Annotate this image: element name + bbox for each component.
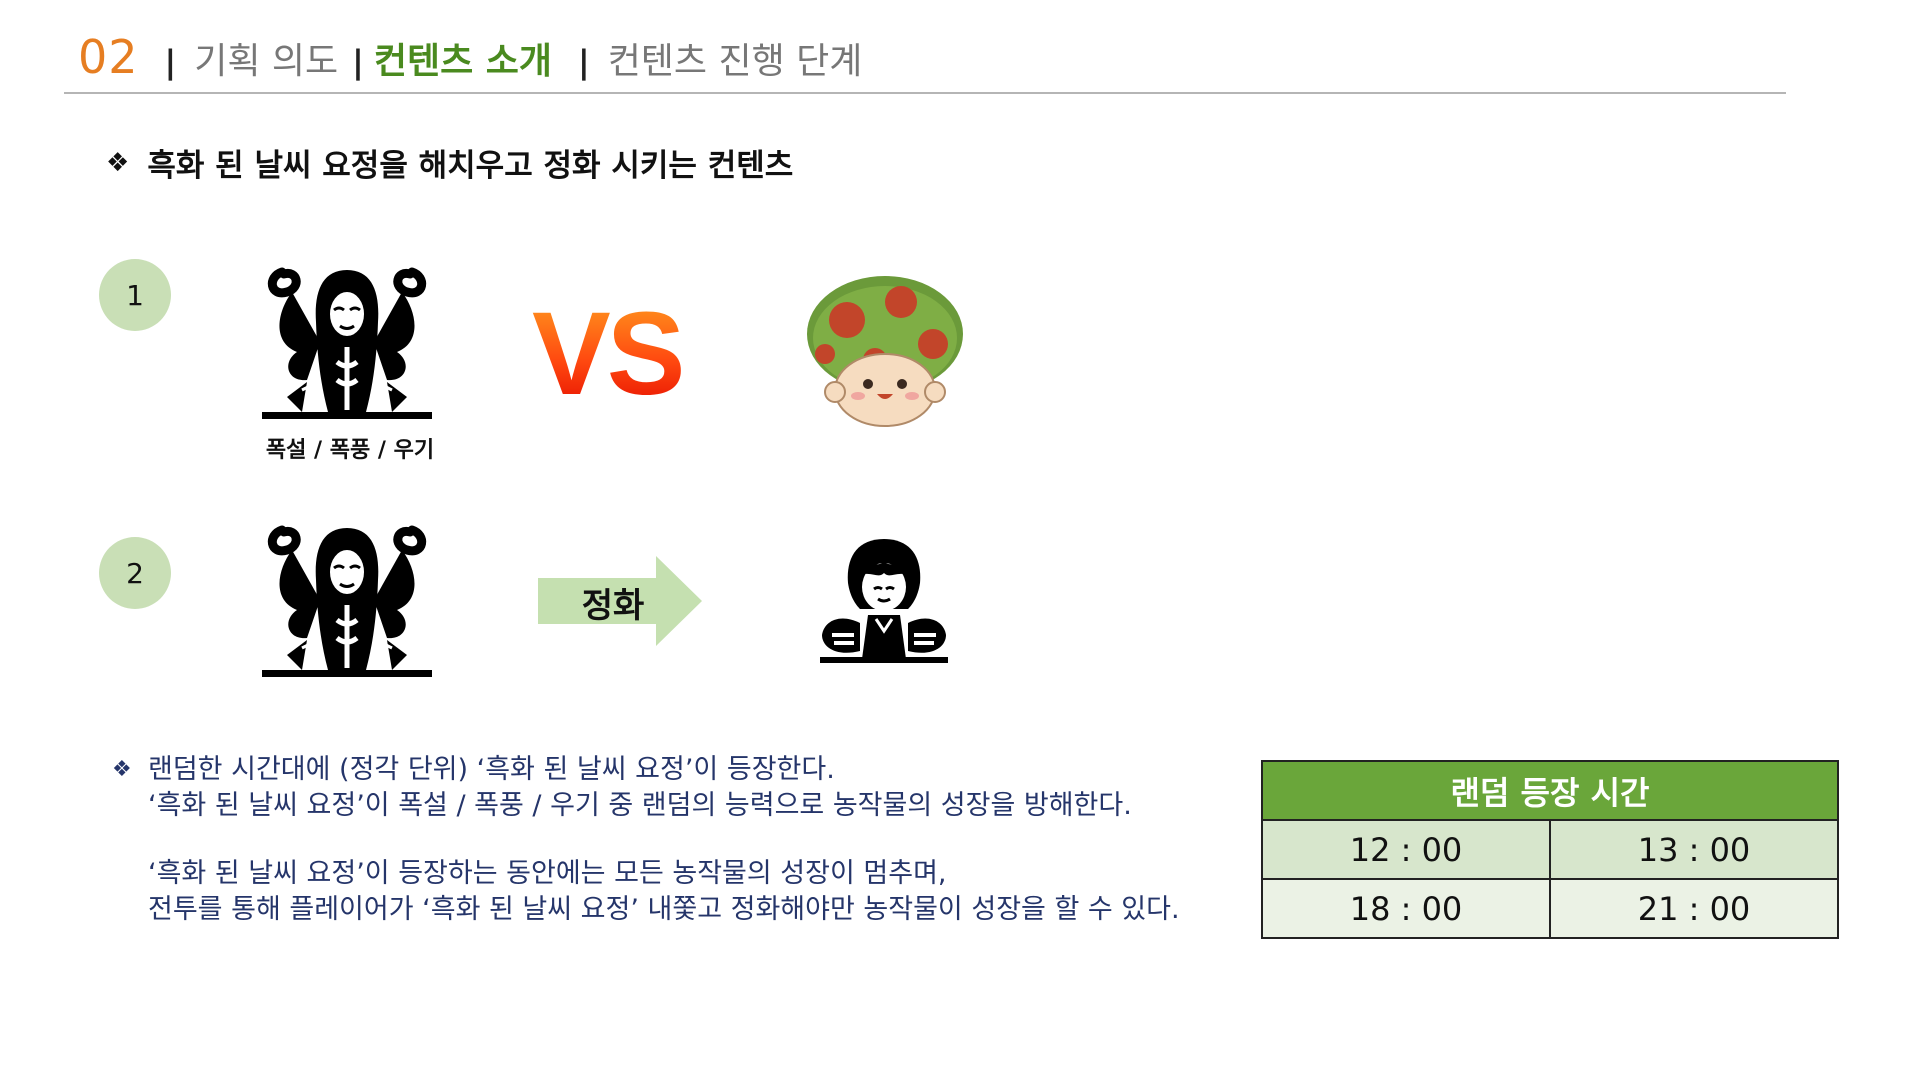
note-line: 전투를 통해 플레이어가 ‘흑화 된 날씨 요정’ 내쫓고 정화해야만 농작물이… (148, 894, 1180, 925)
note-line: ‘흑화 된 날씨 요정’이 등장하는 동안에는 모든 농작물의 성장이 멈추며, (148, 858, 947, 889)
tab-content-intro[interactable]: 컨텐츠 소개 (373, 41, 552, 82)
diamond-bullet-icon: ❖ (112, 757, 132, 782)
purify-label: 정화 (581, 586, 645, 626)
purify-arrow-icon (538, 556, 702, 646)
note-line: ‘흑화 된 날씨 요정’이 폭설 / 폭풍 / 우기 중 랜덤의 능력으로 농작… (148, 790, 1132, 821)
main-point: ❖ 흑화 된 날씨 요정을 해치우고 정화 시키는 컨텐츠 (106, 140, 793, 185)
header-separator: | (352, 43, 364, 81)
time-cell: 12 : 00 (1349, 830, 1463, 869)
dark-fairy-icon (262, 267, 432, 419)
tab-content-progress[interactable]: 컨텐츠 진행 단계 (607, 41, 863, 82)
note-line: 랜덤한 시간대에 (정각 단위) ‘흑화 된 날씨 요정’이 등장한다. (148, 754, 835, 785)
weather-abilities-caption: 폭설 / 폭풍 / 우기 (265, 438, 435, 463)
header-separator: | (578, 43, 590, 81)
versus-label: VS (532, 288, 685, 420)
diamond-bullet-icon: ❖ (106, 147, 130, 178)
section-number: 02 (78, 30, 139, 84)
content-notes: ❖ 랜덤한 시간대에 (정각 단위) ‘흑화 된 날씨 요정’이 등장한다. ‘… (112, 752, 1180, 928)
section-header: 02 | 기획 의도 | 컨텐츠 소개 | 컨텐츠 진행 단계 (78, 30, 862, 88)
step-number-2: 2 (99, 537, 171, 609)
mushroom-monster-icon (807, 276, 963, 427)
header-divider (64, 92, 1786, 94)
purified-fairy-icon (820, 539, 948, 663)
time-cell: 13 : 00 (1549, 821, 1837, 878)
step-number-1: 1 (99, 259, 171, 331)
table-row: 12 : 00 13 : 00 (1263, 821, 1837, 878)
main-point-text: 흑화 된 날씨 요정을 해치우고 정화 시키는 컨텐츠 (147, 148, 794, 184)
table-row: 18 : 00 21 : 00 (1263, 878, 1837, 937)
time-cell: 21 : 00 (1549, 880, 1837, 937)
header-separator: | (164, 43, 177, 81)
time-cell: 18 : 00 (1349, 889, 1463, 928)
random-spawn-time-table: 랜덤 등장 시간 12 : 00 13 : 00 18 : 00 21 : 00 (1261, 760, 1839, 939)
table-header: 랜덤 등장 시간 (1263, 762, 1837, 821)
dark-fairy-icon (262, 525, 432, 677)
tab-planning-intent[interactable]: 기획 의도 (194, 41, 339, 82)
